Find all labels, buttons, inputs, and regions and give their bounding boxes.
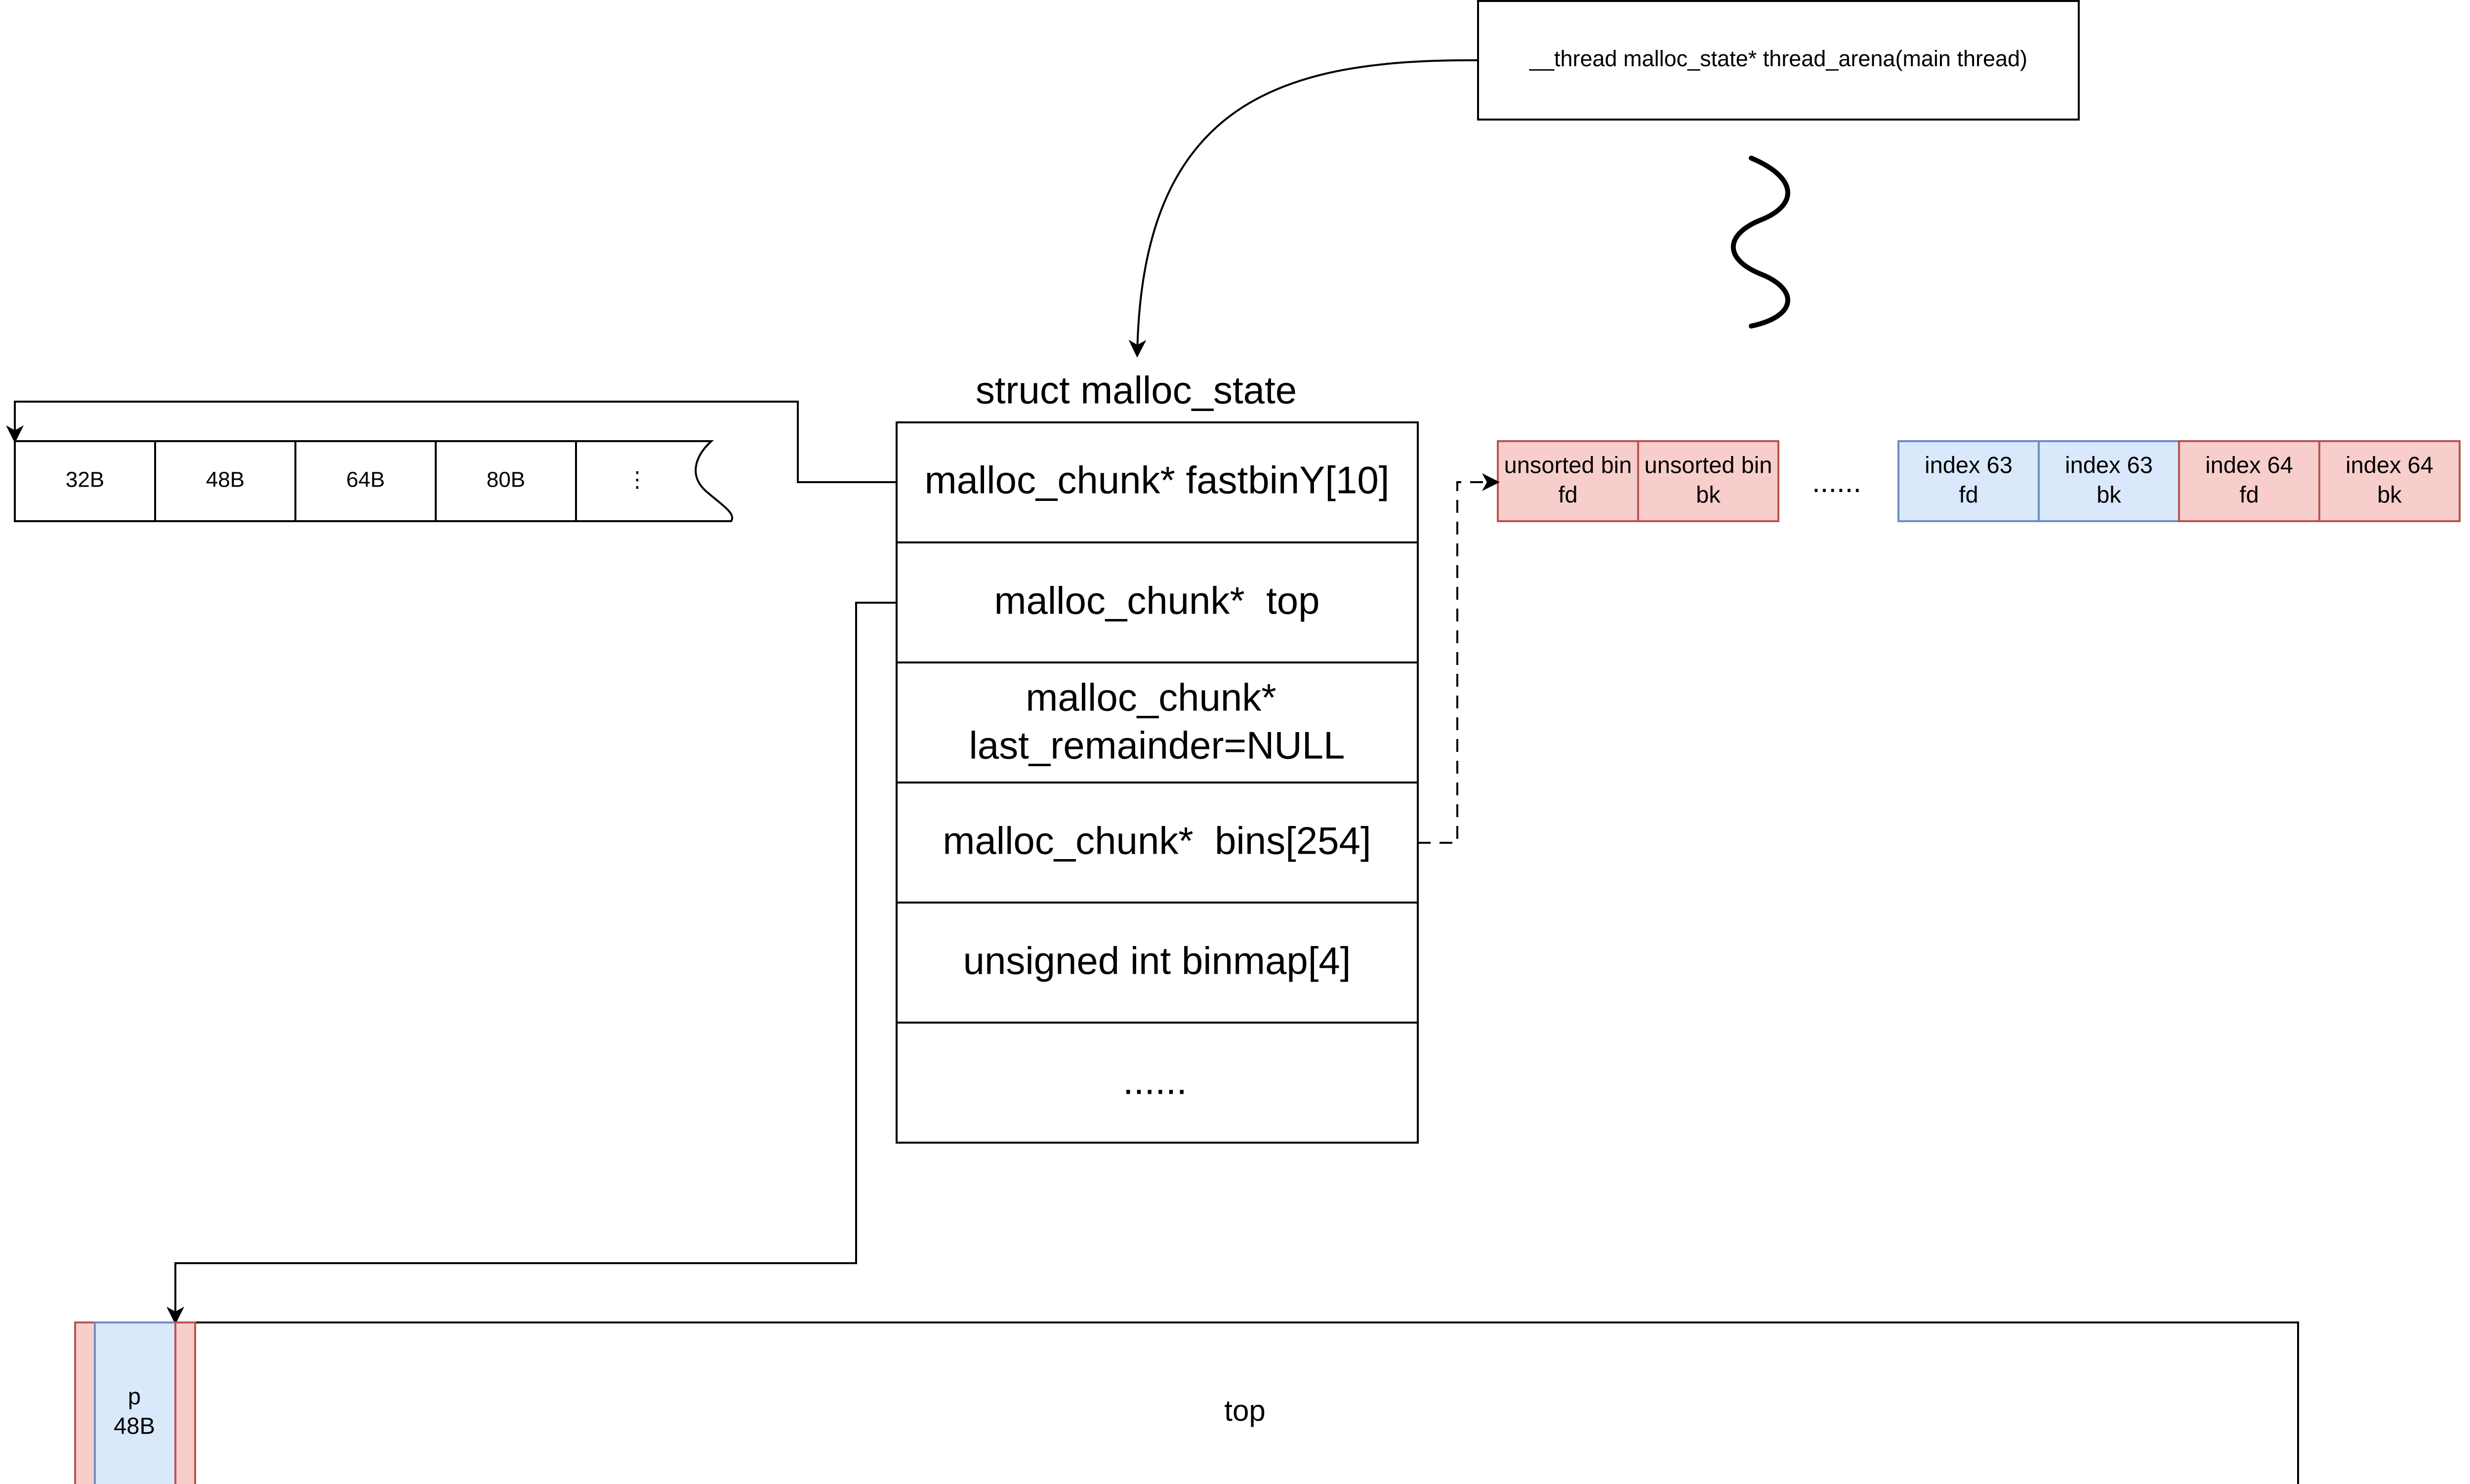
chunk-p-size: 48B [114,1412,155,1439]
bin-cell-63-bk [2038,440,2180,522]
fastbin-cell-32b: 32B [66,468,104,492]
bin-64-fd-line1: index 64 [2205,452,2293,478]
top-to-heap-arrow [166,602,897,1324]
field-binmap: unsigned int binmap[4] [896,902,1419,1024]
bins-to-array-dashed-arrow [1418,473,1500,844]
thread-arena-label: __thread malloc_state* thread_arena(main… [1529,46,2027,71]
field-last-remainder-line1: malloc_chunk* [1026,676,1276,719]
thread-arena-box: __thread malloc_state* thread_arena(main… [1477,0,2080,121]
field-ellipsis-label: ...... [1123,1059,1187,1103]
bin-64-fd-line2: fd [2239,481,2259,507]
struct-title: struct malloc_state [976,369,1297,412]
chunk-header-left [74,1321,96,1484]
bin-64-bk-line1: index 64 [2346,452,2433,478]
field-last-remainder: malloc_chunk* last_remainder=NULL [896,661,1419,783]
fastbin-cell-more: ⋮ [626,468,648,492]
top-chunk [74,1321,2299,1484]
bin-63-fd-line1: index 63 [1925,452,2013,478]
field-top-label: malloc_chunk* top [994,579,1319,622]
fastbin-cell-48b: 48B [206,468,245,492]
field-ellipsis: ...... [896,1022,1419,1144]
struct-malloc-state: malloc_chunk* fastbinY[10] malloc_chunk*… [896,421,1419,1144]
field-last-remainder-line2: last_remainder=NULL [969,724,1345,767]
chunk-header-right [174,1321,196,1484]
bins-array: unsorted bin fd unsorted bin bk index 63… [1497,440,2461,522]
bin-unsorted-fd-line2: fd [1558,481,1577,507]
fastbin-array: 32B 48B 64B 80B ⋮ [14,440,733,522]
field-bins-label: malloc_chunk* bins[254] [943,819,1371,863]
top-chunk-label: top [1224,1394,1265,1427]
fastbiny-to-array-arrow [6,401,897,483]
bin-unsorted-fd-line1: unsorted bin [1504,452,1632,478]
chunk-p-label: p [128,1383,141,1409]
bin-64-bk-line2: bk [2377,481,2402,507]
bin-cell-64-bk [2318,440,2461,522]
wavy-break-line [1731,156,1790,329]
bin-unsorted-bk-line2: bk [1696,481,1721,507]
field-top: malloc_chunk* top [896,541,1419,663]
field-binmap-label: unsigned int binmap[4] [963,939,1351,983]
bin-cell-unsorted-bk [1637,440,1779,522]
fastbin-cell-80b: 80B [487,468,525,492]
field-fastbiny-label: malloc_chunk* fastbinY[10] [925,458,1390,502]
bin-63-bk-line1: index 63 [2065,452,2153,478]
bin-unsorted-bk-line1: unsorted bin [1645,452,1772,478]
heap-region: p 48B top [74,1321,2299,1484]
bin-63-bk-line2: bk [2097,481,2121,507]
field-bins: malloc_chunk* bins[254] [896,782,1419,904]
bin-63-fd-line2: fd [1959,481,1978,507]
fastbin-cell-64b: 64B [346,468,385,492]
bins-ellipsis-mid: ...... [1812,465,1861,498]
thread-to-struct-arrow [1128,59,1479,358]
field-fastbiny: malloc_chunk* fastbinY[10] [896,421,1419,543]
